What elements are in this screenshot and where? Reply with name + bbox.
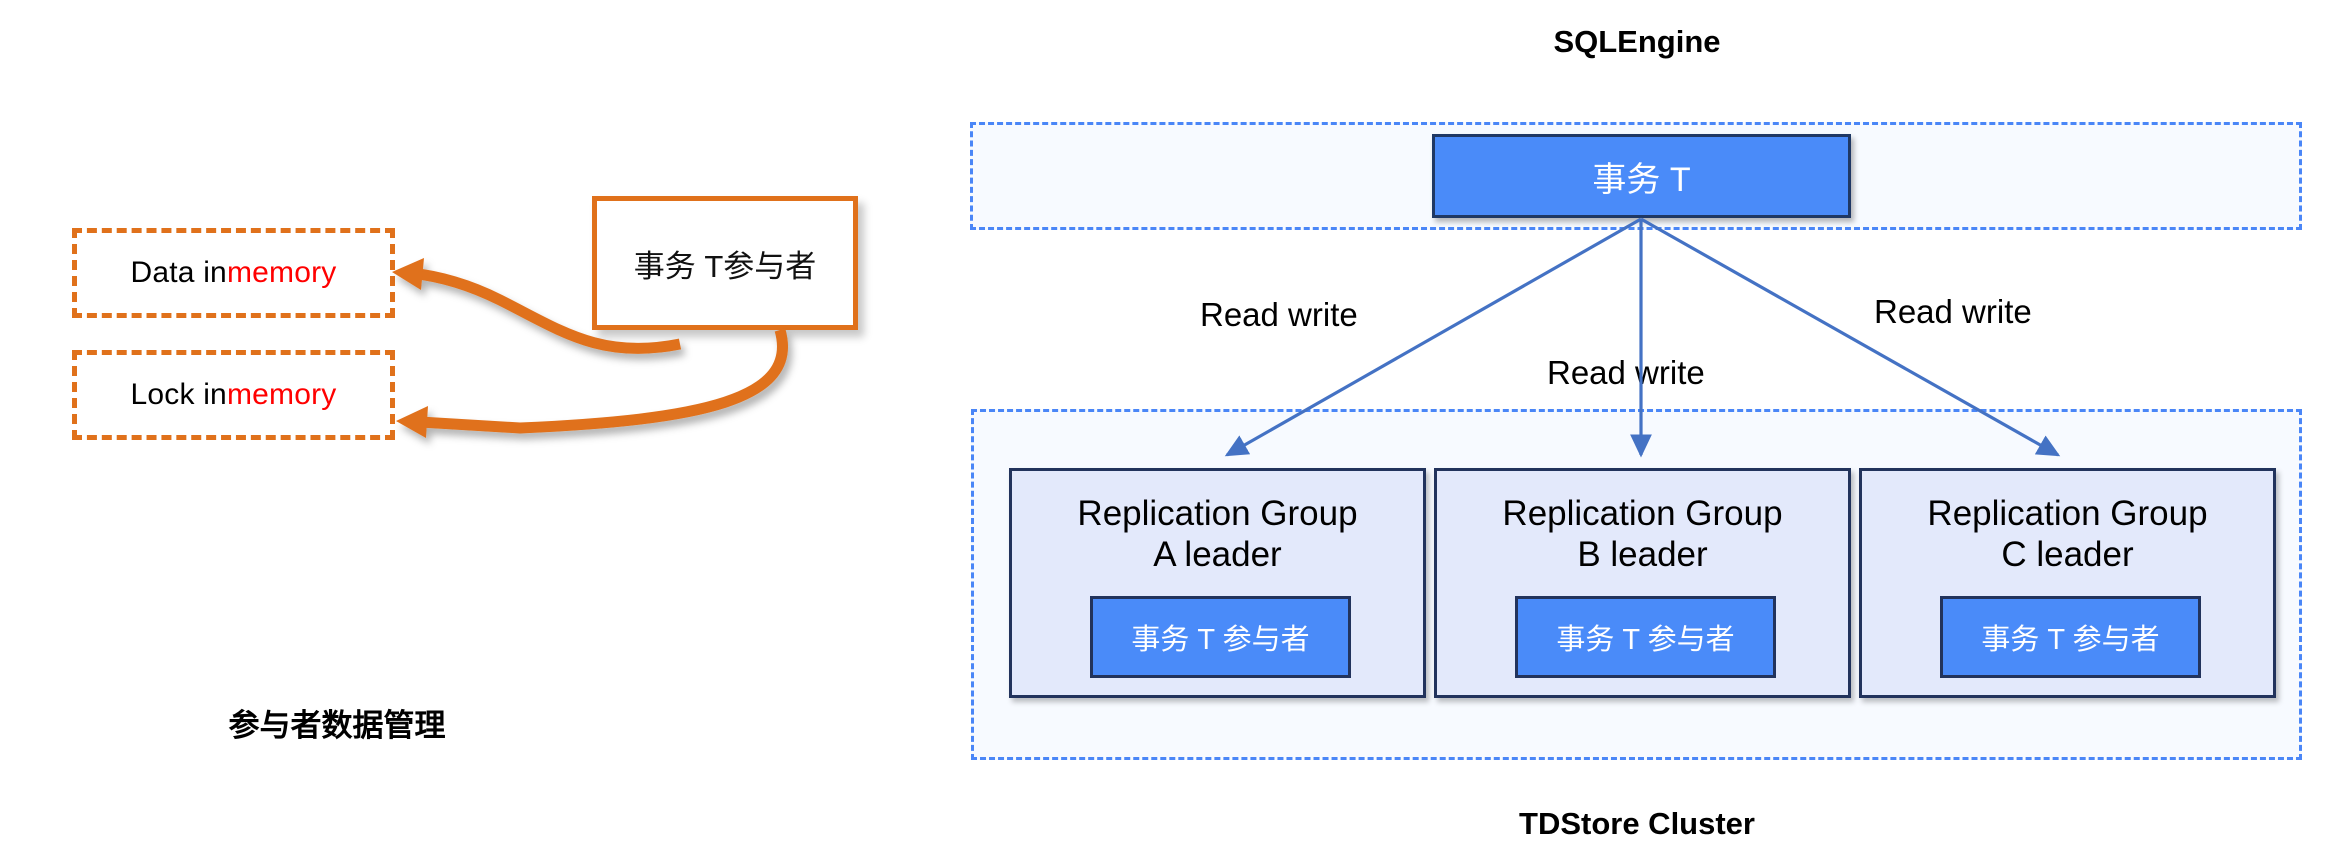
replication-group-c: Replication Group C leader 事务 T 参与者	[1859, 468, 2276, 698]
replication-group-c-participant: 事务 T 参与者	[1940, 596, 2201, 678]
replication-group-a-title: Replication Group A leader	[1012, 493, 1423, 576]
replication-group-c-title-line1: Replication Group	[1927, 494, 2208, 533]
participant-callout-label: 事务 T参与者	[633, 248, 817, 284]
read-write-label-middle: Read write	[1547, 354, 1705, 391]
sqlengine-caption: SQLEngine	[1553, 24, 1721, 59]
replication-group-b: Replication Group B leader 事务 T 参与者	[1434, 468, 1851, 698]
replication-group-c-participant-label: 事务 T 参与者	[1981, 624, 2160, 656]
read-write-label-left: Read write	[1200, 296, 1358, 333]
replication-group-b-participant-label: 事务 T 参与者	[1556, 624, 1735, 656]
replication-group-a-title-line1: Replication Group	[1077, 494, 1358, 533]
replication-group-a-title-line2: A leader	[1153, 535, 1282, 575]
lock-in-memory-highlight: memory	[226, 378, 337, 411]
replication-group-a-participant-label: 事务 T 参与者	[1131, 624, 1310, 656]
replication-group-a-participant: 事务 T 参与者	[1090, 596, 1351, 678]
lock-in-memory-box: Lock in memory	[72, 350, 395, 440]
data-in-memory-box: Data in memory	[72, 228, 395, 318]
data-in-memory-highlight: memory	[226, 256, 337, 289]
arrow-to-lock-in-memory	[419, 328, 788, 434]
transaction-t-label: 事务 T	[1592, 160, 1691, 199]
transaction-t-box: 事务 T	[1432, 134, 1851, 218]
replication-group-b-participant: 事务 T 参与者	[1515, 596, 1776, 678]
replication-group-a: Replication Group A leader 事务 T 参与者	[1009, 468, 1426, 698]
replication-group-c-title-line2: C leader	[2001, 535, 2134, 575]
left-panel-caption: 参与者数据管理	[228, 708, 446, 743]
replication-group-c-title: Replication Group C leader	[1862, 493, 2273, 576]
replication-group-b-title-line1: Replication Group	[1502, 494, 1783, 533]
lock-in-memory-prefix: Lock in	[130, 378, 227, 411]
arrow-head-lock	[396, 406, 428, 438]
tdstore-caption: TDStore Cluster	[1519, 806, 1755, 841]
replication-group-b-title: Replication Group B leader	[1437, 493, 1848, 576]
arrow-head-data	[392, 258, 424, 290]
read-write-label-right: Read write	[1874, 293, 2032, 330]
participant-callout-box: 事务 T参与者	[592, 196, 858, 330]
data-in-memory-prefix: Data in	[130, 256, 227, 289]
replication-group-b-title-line2: B leader	[1577, 535, 1708, 575]
